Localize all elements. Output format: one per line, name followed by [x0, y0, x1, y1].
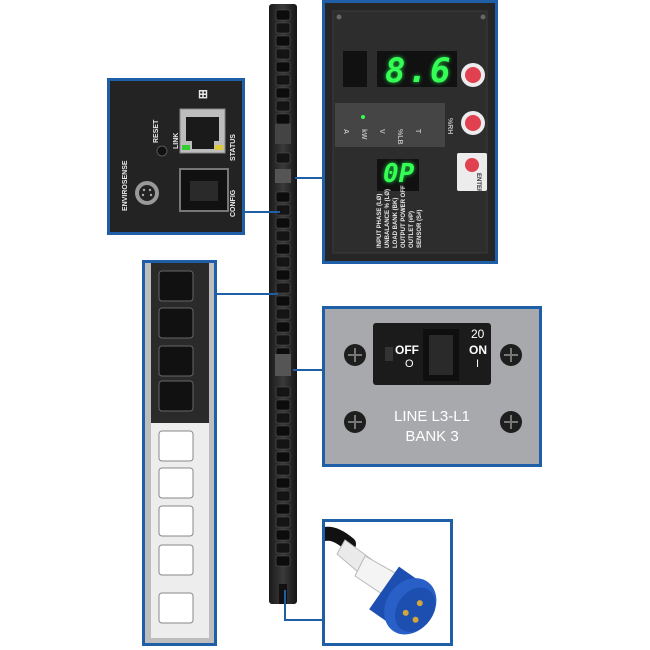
- pdu-outlet: [275, 412, 291, 424]
- line-label: LINE L3-L1: [394, 408, 470, 425]
- pdu-outlet: [275, 542, 291, 554]
- pdu-outlet: [275, 490, 291, 502]
- pdu-outlet: [275, 9, 291, 21]
- pdu-outlet: [275, 243, 291, 255]
- pdu-outlet: [275, 61, 291, 73]
- indicator-label-kw: kW: [360, 129, 367, 140]
- envirosense-label: ENVIROSENSE: [122, 160, 129, 211]
- screw-icon: [344, 411, 366, 433]
- menu-line: OUTPUT POWER OFF: [401, 185, 407, 248]
- pdu-outlet: [275, 529, 291, 541]
- pdu-outlet: [275, 386, 291, 398]
- indicator-label-lb: %LB: [396, 129, 403, 145]
- menu-line: LOAD BANK (BK): [393, 197, 399, 248]
- link-label: LINK: [173, 132, 180, 149]
- up-button[interactable]: [461, 63, 485, 87]
- pdu-outlet: [275, 477, 291, 489]
- pdu-outlet: [275, 269, 291, 281]
- reset-label: RESET: [153, 119, 160, 143]
- main-led-readout: 8.6: [385, 51, 453, 91]
- pdu-outlet: [275, 282, 291, 294]
- bank-label: BANK 3: [405, 428, 459, 445]
- pdu-outlet: [275, 503, 291, 515]
- pdu-outlet: [275, 152, 291, 164]
- indicator-label-v: V: [378, 129, 385, 134]
- pdu-strip: [263, 4, 303, 604]
- pdu-outlet: [275, 555, 291, 567]
- c13-outlet-dark: [158, 270, 194, 302]
- down-button[interactable]: [461, 111, 485, 135]
- display-callout: 8.6 A kW V %LB T %RH 0P ENTER INPUT PHAS…: [322, 0, 498, 264]
- indicator-label-a: A: [342, 129, 349, 135]
- config-label: CONFIG: [230, 189, 237, 217]
- pdu-outlet: [275, 35, 291, 47]
- indicator-led: [397, 115, 401, 119]
- pdu-outlet: [275, 22, 291, 34]
- secondary-led-readout: 0P: [383, 159, 415, 189]
- pdu-outlet: [275, 321, 291, 333]
- pdu-outlet: [275, 438, 291, 450]
- pdu-outlet: [275, 295, 291, 307]
- pdu-outlet: [275, 230, 291, 242]
- indicator-led-row: [341, 115, 451, 143]
- pdu-outlet: [275, 464, 291, 476]
- indicator-led: [343, 115, 347, 119]
- pdu-outlet: [275, 334, 291, 346]
- pdu-outlet: [275, 516, 291, 528]
- indicator-led: [433, 115, 437, 119]
- indicator-led: [361, 115, 365, 119]
- network-icon: ⊞: [198, 87, 209, 101]
- screw-icon: [344, 344, 366, 366]
- pdu-outlet: [275, 451, 291, 463]
- c13-outlet-light: [158, 544, 194, 576]
- pdu-outlet: [275, 100, 291, 112]
- plug-icon: [325, 526, 437, 635]
- pdu-outlet: [275, 191, 291, 203]
- c13-outlet-dark: [158, 307, 194, 339]
- menu-line: SENSOR (S#): [417, 209, 423, 248]
- pdu-outlet: [275, 74, 291, 86]
- breaker-on-label: ON: [469, 343, 487, 357]
- menu-line: UNBALANCE % (LØ): [385, 189, 391, 248]
- outlet-column: [145, 263, 214, 643]
- pdu-outlet: [275, 256, 291, 268]
- breaker-off-symbol: O: [405, 358, 414, 370]
- c13-outlet-light: [158, 467, 194, 499]
- power-cord-line: [284, 590, 330, 621]
- pdu-outlet: [275, 399, 291, 411]
- pdu-outlet: [275, 425, 291, 437]
- c13-outlet-light: [158, 430, 194, 462]
- indicator-label-t: T: [414, 129, 421, 134]
- menu-line: OUTLET (#P): [409, 211, 415, 248]
- status-label: STATUS: [230, 134, 237, 161]
- pdu-outlet: [275, 308, 291, 320]
- breaker-amp-rating: 20: [471, 327, 485, 341]
- c13-outlet-dark: [158, 345, 194, 377]
- outlet-callout: [142, 260, 217, 646]
- screw-icon: [500, 411, 522, 433]
- pdu-outlet: [275, 217, 291, 229]
- enter-button[interactable]: [457, 153, 487, 191]
- indicator-led: [379, 115, 383, 119]
- pdu-outlet: [275, 87, 291, 99]
- breaker-switch[interactable]: [423, 329, 459, 381]
- plug-callout: [322, 519, 453, 646]
- pdu-outlet: [275, 48, 291, 60]
- screw-icon: [500, 344, 522, 366]
- indicator-label-rh: %RH: [446, 118, 453, 135]
- c13-outlet-dark: [158, 380, 194, 412]
- breaker-off-label: OFF: [395, 343, 419, 357]
- network-callout: ⊞ RESET LINK STATUS ENVIROSENSE CONFIG: [107, 78, 245, 235]
- c13-outlet-light: [158, 592, 194, 624]
- indicator-led: [415, 115, 419, 119]
- c13-outlet-light: [158, 505, 194, 537]
- menu-line: INPUT PHASE (LØ): [377, 193, 383, 248]
- breaker-on-symbol: I: [476, 358, 480, 370]
- breaker-callout: OFF O 20 ON I LINE L3-L1 BANK 3: [322, 306, 542, 467]
